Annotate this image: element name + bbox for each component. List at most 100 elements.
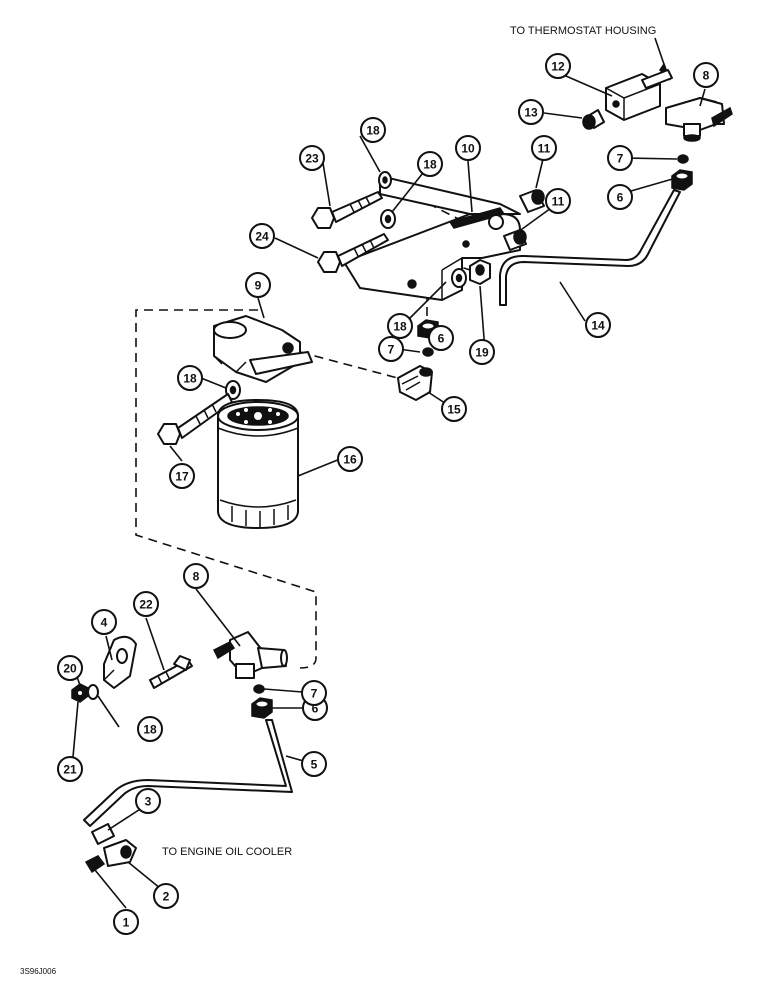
callout-5: 5 xyxy=(301,751,327,777)
callout-12: 12 xyxy=(545,53,571,79)
callout-label: 2 xyxy=(163,890,170,904)
callout-label: 4 xyxy=(101,616,108,630)
elbow-fitting xyxy=(397,365,433,401)
callout-3: 3 xyxy=(135,788,161,814)
callout-6: 6 xyxy=(428,325,454,351)
filter-head xyxy=(213,315,313,383)
spacer-upper xyxy=(519,189,545,213)
note-to-engine-oil-cooler: TO ENGINE OIL COOLER xyxy=(162,846,292,858)
callout-22: 22 xyxy=(133,591,159,617)
callout-17: 17 xyxy=(169,463,195,489)
callout-8: 8 xyxy=(183,563,209,589)
callout-label: 6 xyxy=(438,332,445,346)
small-nut xyxy=(71,683,89,703)
callout-label: 18 xyxy=(423,158,437,172)
callout-21: 21 xyxy=(57,756,83,782)
lower-tee-fitting xyxy=(212,631,288,679)
callout-18: 18 xyxy=(417,151,443,177)
callout-18: 18 xyxy=(137,716,163,742)
callout-label: 17 xyxy=(175,470,189,484)
upper-tee-fitting xyxy=(665,97,733,142)
callout-18: 18 xyxy=(387,313,413,339)
callout-7: 7 xyxy=(378,336,404,362)
callout-label: 6 xyxy=(617,191,624,205)
callout-label: 7 xyxy=(388,343,395,357)
stud-bolt xyxy=(149,655,193,689)
callout-label: 20 xyxy=(63,662,77,676)
callout-label: 13 xyxy=(524,106,538,120)
callout-11: 11 xyxy=(531,135,557,161)
callout-20: 20 xyxy=(57,655,83,681)
callout-label: 18 xyxy=(143,723,157,737)
callout-label: 18 xyxy=(366,124,380,138)
callout-label: 9 xyxy=(255,279,262,293)
callout-label: 24 xyxy=(255,230,269,244)
callout-15: 15 xyxy=(441,396,467,422)
callout-label: 19 xyxy=(475,346,489,360)
callout-18: 18 xyxy=(360,117,386,143)
upper-olive xyxy=(677,154,689,164)
plug xyxy=(582,109,605,130)
oil-filter xyxy=(217,399,299,529)
note-to-thermostat-housing: TO THERMOSTAT HOUSING xyxy=(510,25,656,37)
callout-label: 11 xyxy=(552,195,565,209)
bracket-nut xyxy=(469,259,491,285)
callout-4: 4 xyxy=(91,609,117,635)
pipe-lower xyxy=(83,719,293,827)
callout-7: 7 xyxy=(607,145,633,171)
pipe-upper xyxy=(499,189,681,306)
p-clamp xyxy=(103,635,137,689)
callout-label: 7 xyxy=(311,687,318,701)
callout-label: 3 xyxy=(145,795,152,809)
bolt-lower xyxy=(317,233,389,273)
callout-19: 19 xyxy=(469,339,495,365)
callout-label: 1 xyxy=(123,916,130,930)
bolt-upper xyxy=(311,191,383,229)
callout-24: 24 xyxy=(249,223,275,249)
callout-label: 18 xyxy=(183,372,197,386)
upper-nut xyxy=(671,169,693,191)
callout-6: 6 xyxy=(607,184,633,210)
dashed-line-elbow xyxy=(299,351,406,381)
callout-label: 8 xyxy=(703,69,710,83)
figure-id: 3S96J006 xyxy=(20,967,57,976)
pipe-clip xyxy=(103,839,137,867)
callout-18: 18 xyxy=(177,365,203,391)
callout-label: 8 xyxy=(193,570,200,584)
callout-23: 23 xyxy=(299,145,325,171)
callout-label: 12 xyxy=(551,60,565,74)
lower-olive xyxy=(253,684,265,694)
callout-13: 13 xyxy=(518,99,544,125)
callout-9: 9 xyxy=(245,272,271,298)
callout-label: 11 xyxy=(538,142,551,156)
callout-label: 23 xyxy=(305,152,319,166)
thermostat-tee-block xyxy=(605,69,673,121)
callout-1: 1 xyxy=(113,909,139,935)
dashed-line-filter-to-tee xyxy=(135,309,317,669)
callout-11: 11 xyxy=(545,188,571,214)
callout-10: 10 xyxy=(455,135,481,161)
mounting-bracket xyxy=(343,175,521,301)
washer-small xyxy=(87,684,99,700)
callout-label: 22 xyxy=(139,598,153,612)
callout-14: 14 xyxy=(585,312,611,338)
callout-label: 14 xyxy=(591,319,605,333)
callout-2: 2 xyxy=(153,883,179,909)
spacer-lower xyxy=(503,229,527,251)
callout-label: 7 xyxy=(617,152,624,166)
callout-label: 18 xyxy=(393,320,407,334)
callout-8: 8 xyxy=(693,62,719,88)
callout-16: 16 xyxy=(337,446,363,472)
callout-label: 16 xyxy=(343,453,357,467)
mid-olive xyxy=(422,347,434,357)
callout-label: 6 xyxy=(312,702,319,716)
callout-7: 7 xyxy=(301,680,327,706)
callout-label: 10 xyxy=(461,142,475,156)
lower-nut xyxy=(251,697,273,719)
callout-label: 15 xyxy=(447,403,461,417)
pipe-end-fitting xyxy=(91,823,115,845)
callout-label: 21 xyxy=(63,763,77,777)
end-fitting xyxy=(84,855,106,874)
